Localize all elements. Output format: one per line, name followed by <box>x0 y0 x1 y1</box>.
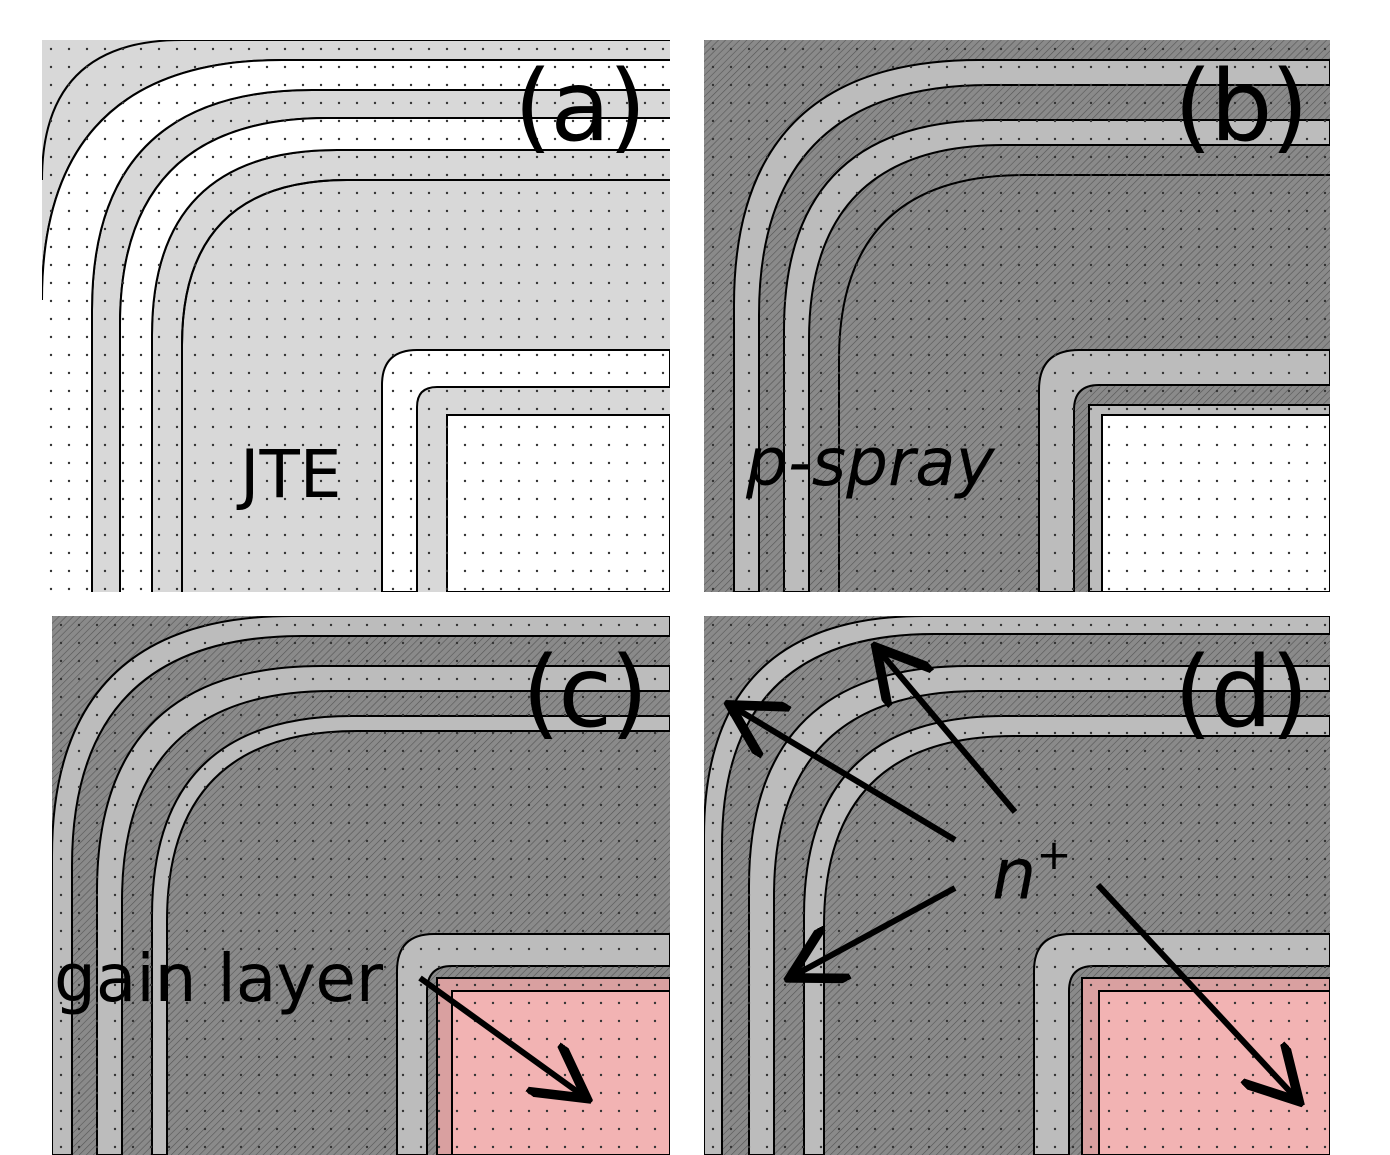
panel-a-label: (a) <box>514 50 647 164</box>
panel-d: (d) n+ <box>704 616 1330 1155</box>
panel-c-label: (c) <box>522 636 648 750</box>
panel-a-drawing <box>42 40 670 592</box>
panel-b-label: (b) <box>1174 50 1309 164</box>
panel-d-annotation: n+ <box>992 830 1072 916</box>
panel-c: (c) gain layer <box>52 616 670 1155</box>
panel-b-annotation: p-spray <box>746 424 995 501</box>
panel-a-annotation: JTE <box>240 436 342 513</box>
panel-d-label: (d) <box>1174 636 1309 750</box>
panel-b: (b) p-spray <box>704 40 1330 592</box>
panel-c-annotation: gain layer <box>54 940 384 1017</box>
panel-a: (a) JTE <box>42 40 670 592</box>
panel-b-drawing <box>704 40 1330 592</box>
